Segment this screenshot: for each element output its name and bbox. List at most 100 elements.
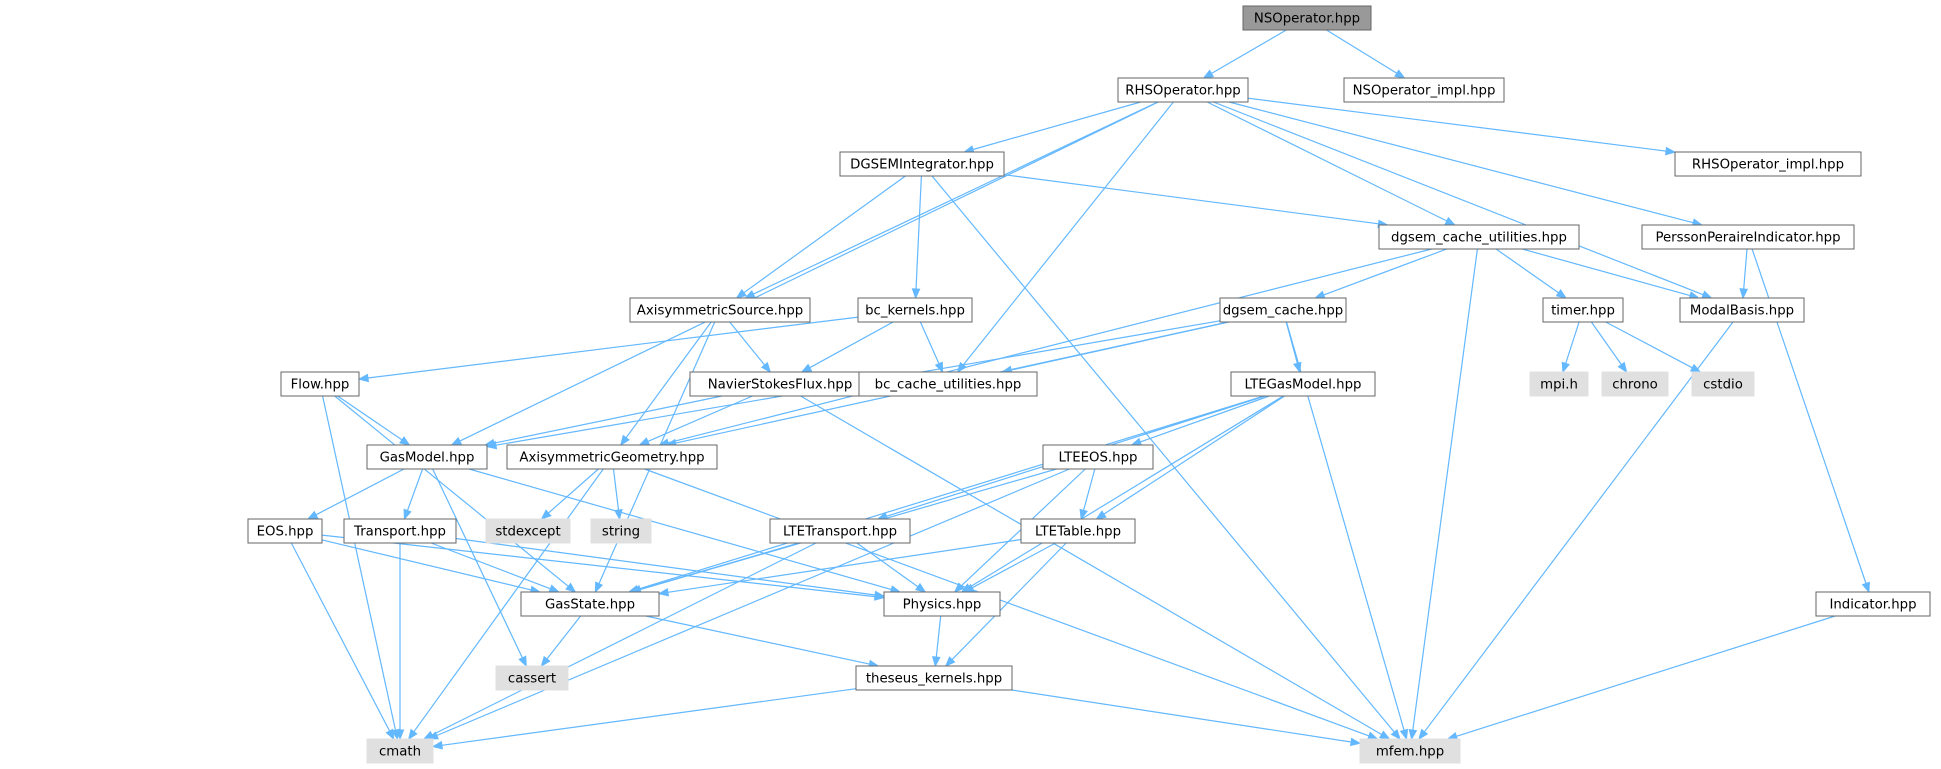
edge-arrowhead — [1561, 361, 1570, 374]
edge-arrowhead — [1130, 437, 1143, 446]
node-AxisymmetricSource[interactable]: AxisymmetricSource.hpp — [629, 297, 811, 323]
node-label: string — [602, 525, 640, 540]
node-Flow[interactable]: Flow.hpp — [280, 371, 360, 397]
node-box — [855, 665, 1013, 691]
node-label: chrono — [1612, 378, 1658, 393]
node-PerssonPeraireIndicator[interactable]: PerssonPeraireIndicator.hpp — [1641, 224, 1855, 250]
node-label: dgsem_cache_utilities.hpp — [1391, 231, 1567, 246]
node-bc_kernels[interactable]: bc_kernels.hpp — [857, 297, 973, 323]
node-dgsem_cache[interactable]: dgsem_cache.hpp — [1219, 297, 1347, 323]
edge-line — [321, 539, 532, 591]
edge-arrowhead — [407, 728, 418, 741]
node-box — [858, 371, 1038, 397]
edge-NavierStokesFlux-to-mfem — [800, 395, 1391, 740]
edge-line — [1412, 248, 1478, 731]
node-Indicator[interactable]: Indicator.hpp — [1815, 591, 1931, 617]
edge-Physics-to-theseus_kernels — [932, 615, 942, 668]
edge-LTETable-to-Physics — [963, 542, 1056, 593]
node-LTETransport[interactable]: LTETransport.hpp — [769, 518, 911, 544]
edge-arrowhead — [1617, 361, 1628, 374]
edge-line — [962, 101, 1174, 366]
node-box — [1529, 371, 1589, 397]
edge-arrowhead — [1313, 290, 1326, 299]
edge-bc_kernels-to-bc_cache_utilities — [919, 321, 944, 374]
node-ModalBasis[interactable]: ModalBasis.hpp — [1679, 297, 1805, 323]
edge-arrowhead — [1202, 69, 1215, 79]
edge-LTEEOS-to-LTETable — [1079, 468, 1096, 521]
node-NSOperator[interactable]: NSOperator.hpp — [1242, 5, 1372, 31]
node-NavierStokesFlux[interactable]: NavierStokesFlux.hpp — [689, 371, 871, 397]
edge-line — [625, 321, 712, 439]
node-EOS[interactable]: EOS.hpp — [247, 518, 323, 544]
node-label: LTEEOS.hpp — [1059, 451, 1138, 466]
edge-line — [1423, 321, 1734, 733]
node-box — [689, 371, 871, 397]
edge-LTEGasModel-to-LTEEOS — [1130, 395, 1270, 446]
edge-arrowhead — [1665, 146, 1677, 156]
node-label: cmath — [379, 745, 421, 760]
edge-line — [931, 175, 1395, 733]
edge-line — [667, 538, 1022, 593]
node-GasModel[interactable]: GasModel.hpp — [366, 444, 488, 470]
edge-NavierStokesFlux-to-AxisymmetricGeometry — [638, 395, 753, 446]
node-dgsem_cache_utilities[interactable]: dgsem_cache_utilities.hpp — [1378, 224, 1580, 250]
node-string: string — [590, 518, 652, 544]
edge-LTEGasModel-to-GasState — [627, 395, 1265, 594]
edge-arrowhead — [1390, 728, 1401, 741]
node-Transport[interactable]: Transport.hpp — [343, 518, 457, 544]
edge-LTETable-to-GasState — [657, 538, 1022, 597]
edge-arrowhead — [1408, 729, 1418, 741]
node-box — [366, 738, 434, 764]
node-Physics[interactable]: Physics.hpp — [883, 591, 1001, 617]
node-box — [1219, 297, 1347, 323]
node-box — [247, 518, 323, 544]
edge-RHSOperator-to-GasModel — [450, 101, 1159, 446]
node-LTEGasModel[interactable]: LTEGasModel.hpp — [1230, 371, 1376, 397]
node-LTETable[interactable]: LTETable.hpp — [1020, 518, 1136, 544]
node-DGSEMIntegrator[interactable]: DGSEMIntegrator.hpp — [839, 151, 1005, 177]
edge-arrowhead — [953, 582, 965, 593]
edge-AxisymmetricSource-to-NavierStokesFlux — [729, 321, 772, 374]
node-box — [857, 297, 973, 323]
edge-GasModel-to-cassert — [432, 468, 527, 668]
edge-Transport-to-Physics — [455, 537, 886, 600]
node-label: DGSEMIntegrator.hpp — [850, 158, 994, 173]
edge-arrowhead — [963, 583, 975, 593]
node-GasState[interactable]: GasState.hpp — [520, 591, 660, 617]
node-theseus_kernels[interactable]: theseus_kernels.hpp — [855, 665, 1013, 691]
node-box — [590, 518, 652, 544]
node-NSOperator_impl[interactable]: NSOperator_impl.hpp — [1343, 77, 1505, 103]
edge-dgsem_cache_utilities-to-timer — [1495, 248, 1568, 299]
edge-arrowhead — [1418, 728, 1429, 741]
node-timer[interactable]: timer.hpp — [1542, 297, 1624, 323]
node-RHSOperator[interactable]: RHSOperator.hpp — [1117, 77, 1249, 103]
node-box — [1230, 371, 1376, 397]
edge-NSOperator-to-RHSOperator — [1202, 29, 1287, 79]
edge-GasModel-to-Transport — [403, 468, 424, 521]
node-box — [1691, 371, 1755, 397]
edge-arrowhead — [395, 729, 405, 741]
node-AxisymmetricGeometry[interactable]: AxisymmetricGeometry.hpp — [506, 444, 718, 470]
edge-line — [919, 321, 940, 365]
node-label: stdexcept — [495, 525, 560, 540]
node-bc_cache_utilities[interactable]: bc_cache_utilities.hpp — [858, 371, 1038, 397]
edge-dgsem_cache_utilities-to-ModalBasis — [1522, 248, 1701, 300]
edge-arrowhead — [638, 437, 651, 446]
edge-line — [1326, 29, 1398, 74]
node-LTEEOS[interactable]: LTEEOS.hpp — [1042, 444, 1154, 470]
edge-Indicator-to-mfem — [1446, 615, 1836, 741]
edge-line — [1011, 689, 1352, 743]
edge-line — [743, 175, 906, 294]
edge-RHSOperator-to-DGSEMIntegrator — [962, 101, 1141, 154]
edge-arrowhead — [385, 728, 395, 741]
node-box — [495, 665, 569, 691]
edge-arrowhead — [357, 373, 369, 383]
edge-arrowhead — [1444, 216, 1457, 226]
edge-line — [800, 395, 1382, 736]
edge-line — [951, 542, 1067, 661]
node-box — [1815, 591, 1931, 617]
node-RHSOperator_impl[interactable]: RHSOperator_impl.hpp — [1674, 151, 1862, 177]
edge-line — [334, 395, 569, 587]
node-label: bc_kernels.hpp — [865, 304, 965, 319]
